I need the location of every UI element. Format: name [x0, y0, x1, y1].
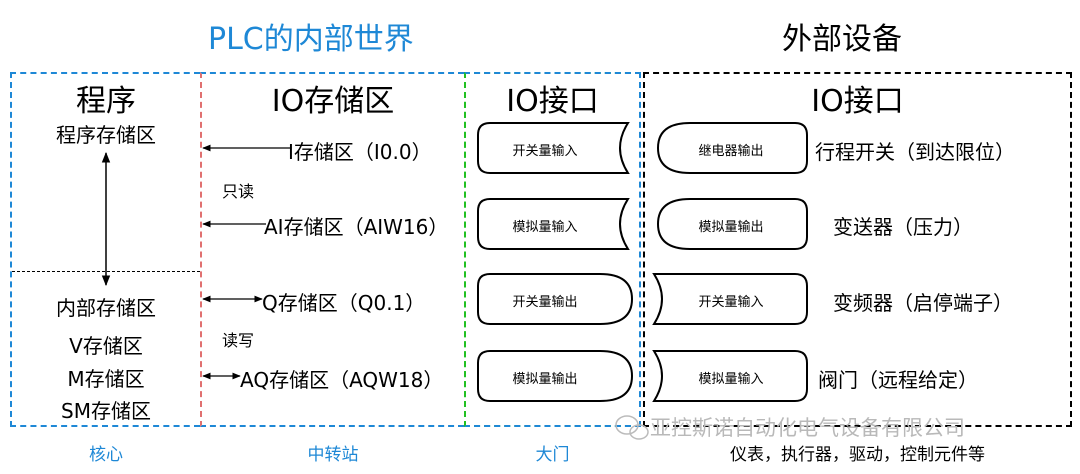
read-only-label: 只读 — [222, 182, 255, 201]
gate-caption: 大门 — [535, 445, 570, 465]
aq-storage-area: AQ存储区（AQW18） — [240, 368, 444, 392]
ext-relay-output-label: 继电器输出 — [698, 144, 764, 159]
ext-relay-output-shape — [656, 122, 808, 174]
plc-right-edge — [639, 72, 641, 427]
plc-switch-output-label: 开关量输出 — [512, 295, 578, 310]
inverter-label: 变频器（启停端子） — [833, 291, 1013, 315]
program-storage: 程序存储区 — [56, 123, 156, 147]
ext-switch-input-label: 开关量输入 — [698, 295, 764, 310]
internal-storage: 内部存储区 — [56, 296, 156, 320]
external-caption: 仪表，执行器，驱动，控制元件等 — [730, 445, 985, 465]
valve-label: 阀门（远程给定） — [818, 368, 978, 392]
ai-storage-area: AI存储区（AIW16） — [264, 215, 449, 239]
program-region — [10, 72, 200, 427]
ext-analog-input-label: 模拟量输入 — [698, 372, 764, 387]
program-heading: 程序 — [76, 84, 136, 119]
m-storage: M存储区 — [67, 367, 145, 391]
plc-analog-output-label: 模拟量输出 — [512, 372, 578, 387]
plc-switch-input-shape — [477, 122, 630, 174]
plc-internal-title: PLC的内部世界 — [208, 22, 414, 57]
io-interface-region-top — [464, 72, 641, 427]
company-watermark: 亚控斯诺自动化电气设备有限公司 — [650, 416, 965, 440]
q-storage-area: Q存储区（Q0.1） — [262, 291, 426, 315]
io-storage-heading: IO存储区 — [271, 84, 395, 119]
external-devices-title: 外部设备 — [782, 22, 902, 57]
sm-storage: SM存储区 — [61, 399, 151, 423]
ext-analog-output-label: 模拟量输出 — [698, 220, 764, 235]
plc-analog-output-shape — [477, 350, 634, 402]
plc-switch-output-shape — [477, 273, 634, 325]
io-interface-heading: IO接口 — [506, 84, 599, 119]
i-storage-area: I存储区（I0.0） — [288, 140, 432, 164]
core-caption: 核心 — [89, 445, 123, 465]
plc-switch-input-label: 开关量输入 — [512, 144, 578, 159]
plc-analog-input-label: 模拟量输入 — [512, 220, 578, 235]
ext-switch-input-shape — [652, 273, 808, 325]
external-io-heading: IO接口 — [811, 84, 904, 119]
read-write-label: 读写 — [222, 331, 255, 350]
transit-caption: 中转站 — [307, 445, 359, 465]
wechat-icon — [615, 415, 649, 440]
plc-analog-input-shape — [477, 198, 630, 250]
ext-analog-output-shape — [656, 198, 808, 250]
v-storage: V存储区 — [69, 334, 143, 358]
external-region — [643, 72, 1072, 427]
transmitter-label: 变送器（压力） — [833, 215, 973, 239]
travel-switch-label: 行程开关（到达限位） — [815, 140, 1015, 164]
io-storage-region — [200, 72, 464, 427]
ext-analog-input-shape — [652, 350, 808, 402]
